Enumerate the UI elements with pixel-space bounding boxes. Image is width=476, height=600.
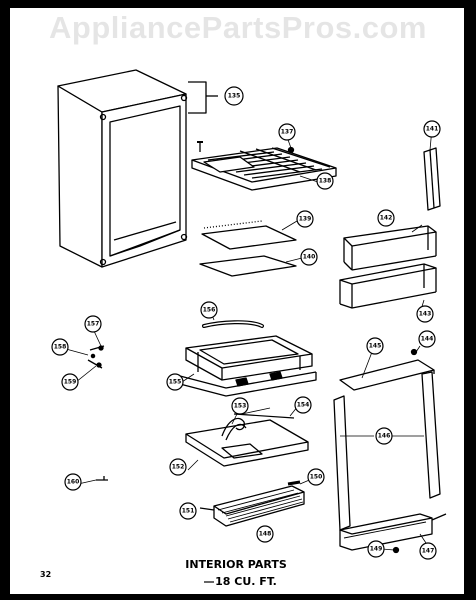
callout-152: 152 (172, 464, 185, 471)
callout-146: 146 (378, 433, 391, 440)
callout-155: 155 (169, 379, 182, 386)
callout-158: 158 (54, 344, 67, 351)
callout-144: 144 (421, 336, 434, 343)
callout-139: 139 (299, 216, 312, 223)
callout-157: 157 (87, 321, 100, 328)
cabinet-liner (57, 69, 188, 268)
callout-136: 138 (319, 178, 332, 185)
tray-147 (339, 513, 447, 551)
callout-156: 156 (203, 307, 216, 314)
diagram-title: INTERIOR PARTS (185, 558, 287, 571)
glass-shelf-top (191, 141, 337, 191)
glass-panel-140 (199, 255, 297, 277)
page-number: 32 (40, 570, 51, 579)
crisper-frame (179, 335, 317, 397)
watermark: AppliancePartsPros.com (49, 10, 427, 45)
trim-142 (343, 225, 437, 271)
callout-154: 154 (297, 402, 310, 409)
crisper-drawer-front (213, 485, 305, 527)
crisper-cover (185, 419, 309, 459)
callout-135: 135 (228, 93, 241, 100)
callout-160: 160 (67, 479, 80, 486)
callout-145: 145 (369, 343, 382, 350)
callout-140: 140 (303, 254, 316, 261)
frame-143 (339, 263, 437, 309)
callout-141: 141 (426, 126, 439, 133)
door-panel-145 (339, 359, 435, 391)
callout-148: 148 (259, 531, 272, 538)
side-strips-146 (333, 371, 441, 531)
callout-150: 150 (310, 474, 323, 481)
callout-159: 159 (64, 379, 77, 386)
callout-151: 151 (182, 508, 195, 515)
callout-149: 149 (370, 546, 383, 553)
callout-circles (51, 86, 441, 560)
callout-147: 147 (422, 548, 435, 555)
diagram-subtitle: 18 CU. FT. (215, 575, 277, 588)
callout-142: 142 (380, 215, 393, 222)
callout-143: 143 (419, 311, 432, 318)
callout-153: 153 (234, 403, 247, 410)
callout-137: 137 (281, 129, 294, 136)
glass-panel-139 (201, 225, 297, 250)
